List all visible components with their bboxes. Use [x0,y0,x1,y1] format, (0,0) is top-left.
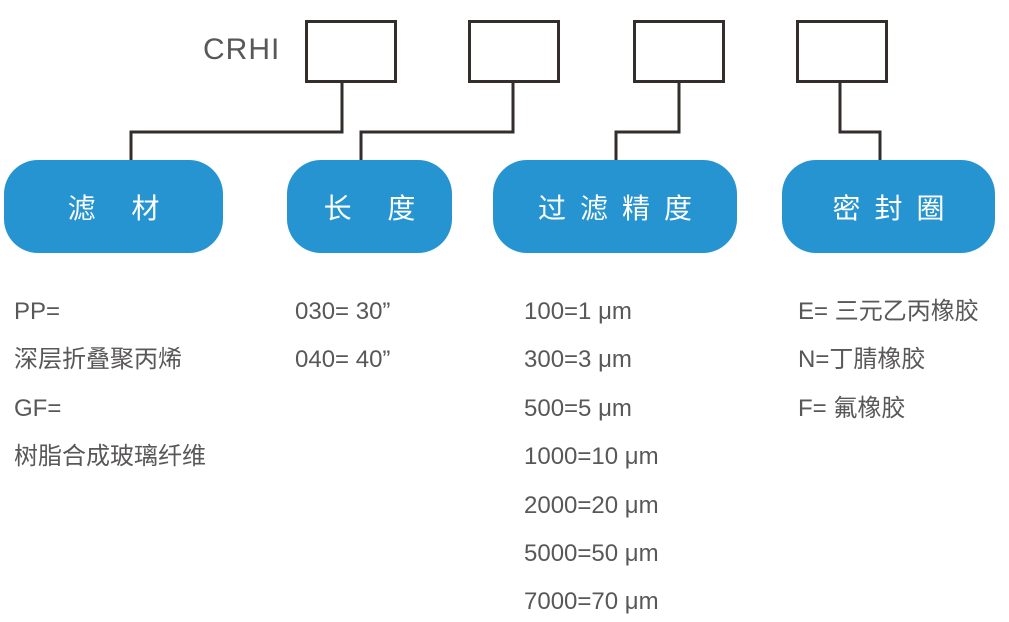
option-5000: 5000=50 μm [524,540,659,568]
option-pp-code: PP= [14,298,61,325]
options-length: 030= 30” 040= 40” [295,288,390,385]
option-gf-code: GF= [14,394,62,422]
connector-length [359,83,515,162]
connector-seal-ring [838,83,882,162]
category-label-length: 长 度 [323,192,430,224]
option-300: 300=3 μm [524,346,632,374]
options-filtration-rating: 100=1 μm 300=3 μm 500=5 μm 1000=10 μm 20… [524,288,659,622]
option-7000: 7000=70 μm [524,588,659,616]
options-seal-ring: E= 三元乙丙橡胶 N=丁腈橡胶 F= 氟橡胶 [798,288,979,433]
option-040: 040= 40” [295,346,391,374]
model-prefix: CRHI [203,33,281,66]
category-pill-seal-ring: 密封圈 [782,160,995,253]
option-e: E= 三元乙丙橡胶 [798,298,979,325]
code-box-length [468,20,560,83]
option-030: 030= 30” [295,298,391,325]
category-label-filter-media: 滤 材 [67,192,174,224]
category-label-filtration-rating: 过滤精度 [537,192,706,224]
code-box-filter-media [305,20,397,83]
option-100: 100=1 μm [524,298,632,325]
option-1000: 1000=10 μm [524,443,659,471]
category-pill-length: 长 度 [287,160,452,253]
category-pill-filter-media: 滤 材 [4,160,223,253]
category-pill-filtration-rating: 过滤精度 [493,160,737,253]
connector-filtration-rating [614,83,681,162]
option-n: N=丁腈橡胶 [798,346,926,374]
option-pp-desc: 深层折叠聚丙烯 [14,346,182,374]
connector-filter-media [129,83,344,162]
code-box-seal-ring [796,20,888,83]
category-label-seal-ring: 密封圈 [832,192,959,224]
option-2000: 2000=20 μm [524,491,659,519]
option-500: 500=5 μm [524,394,632,422]
option-f: F= 氟橡胶 [798,394,906,422]
option-gf-desc: 树脂合成玻璃纤维 [14,443,206,471]
code-box-filtration-rating [633,20,725,83]
options-filter-media: PP= 深层折叠聚丙烯 GF= 树脂合成玻璃纤维 [14,288,206,482]
